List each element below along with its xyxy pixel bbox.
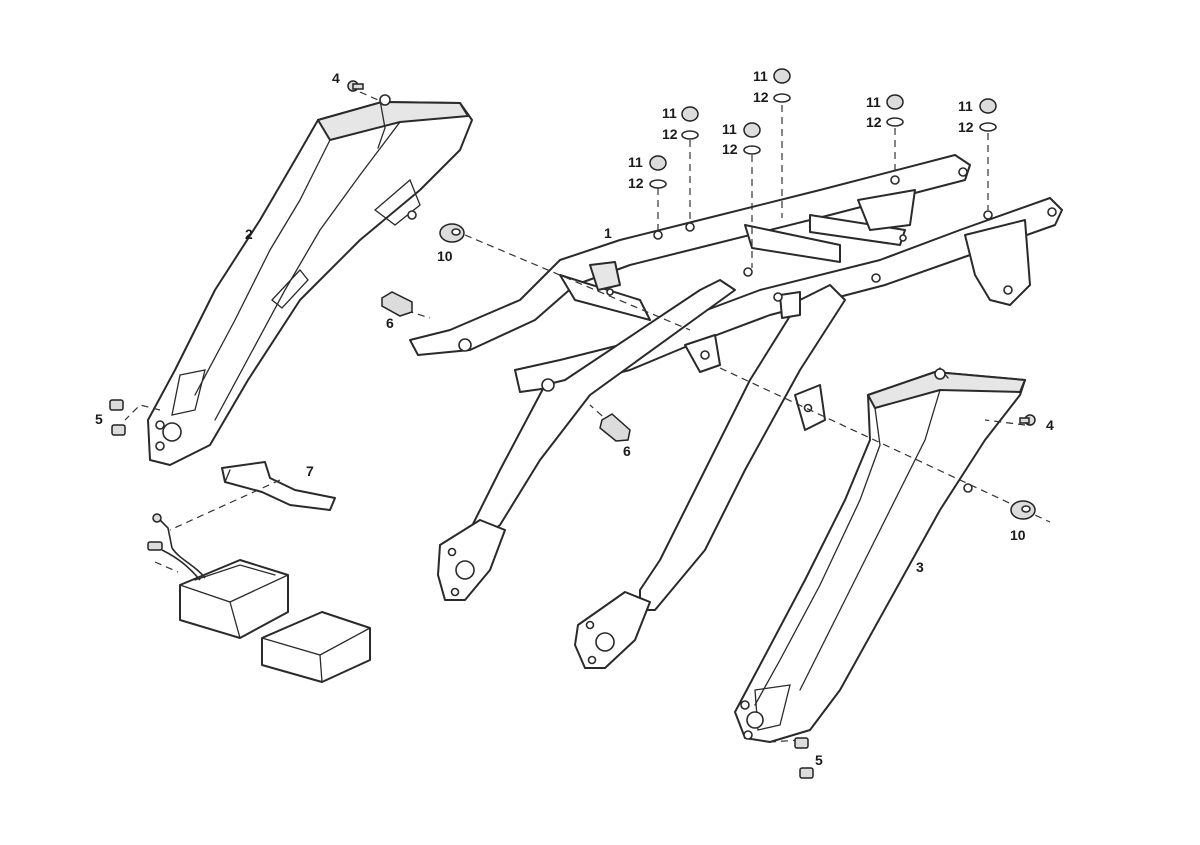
callout-screw-right: 4 bbox=[1046, 417, 1054, 433]
bolt-left-upper[interactable] bbox=[109, 399, 124, 411]
callout-bolt-right: 5 bbox=[815, 752, 823, 768]
callout-nut-1: 11 bbox=[628, 154, 643, 170]
grommet-right[interactable] bbox=[1010, 500, 1036, 520]
callout-bolt-left: 5 bbox=[95, 411, 103, 427]
callout-left-side-cover: 2 bbox=[245, 226, 253, 242]
callout-nut-3: 11 bbox=[722, 121, 737, 137]
cover-pad[interactable] bbox=[261, 611, 371, 683]
callout-nut-2: 11 bbox=[662, 105, 677, 121]
callout-pin-lower: 6 bbox=[623, 443, 631, 459]
nut-washer-stack-3[interactable] bbox=[743, 122, 761, 155]
callout-bracket: 7 bbox=[306, 463, 314, 479]
nut-washer-stack-5[interactable] bbox=[886, 94, 904, 127]
nut-washer-stack-6[interactable] bbox=[979, 98, 997, 132]
bolt-left-lower[interactable] bbox=[111, 424, 126, 436]
callout-frame: 1 bbox=[604, 225, 612, 241]
pin-lower[interactable] bbox=[599, 413, 631, 442]
callout-washer-1: 12 bbox=[628, 175, 644, 191]
control-unit[interactable] bbox=[179, 559, 289, 639]
right-side-cover[interactable] bbox=[734, 367, 1026, 743]
callout-nut-5: 11 bbox=[866, 94, 881, 110]
callout-washer-2: 12 bbox=[662, 126, 678, 142]
left-side-cover[interactable] bbox=[147, 94, 473, 466]
rear-frame[interactable] bbox=[409, 154, 1063, 669]
screw-left[interactable] bbox=[347, 80, 364, 92]
callout-grommet-right: 10 bbox=[1010, 527, 1026, 543]
callout-screw-left: 4 bbox=[332, 70, 340, 86]
callout-right-side-cover: 3 bbox=[916, 559, 924, 575]
callout-washer-3: 12 bbox=[722, 141, 738, 157]
screw-right[interactable] bbox=[1019, 414, 1036, 426]
bolt-right-lower[interactable] bbox=[799, 767, 814, 779]
callout-grommet-left: 10 bbox=[437, 248, 453, 264]
callout-pin-upper: 6 bbox=[386, 315, 394, 331]
callout-nut-6: 11 bbox=[958, 98, 973, 114]
bracket[interactable] bbox=[221, 461, 336, 511]
nut-washer-stack-4[interactable] bbox=[773, 68, 791, 103]
callout-washer-4: 12 bbox=[753, 89, 769, 105]
callouts: 1 2 3 4 4 5 5 6 6 7 10 10 11 12 11 12 11… bbox=[95, 68, 1054, 768]
bolt-right-upper[interactable] bbox=[794, 737, 809, 749]
callout-nut-4: 11 bbox=[753, 68, 768, 84]
callout-washer-5: 12 bbox=[866, 114, 882, 130]
wire-harness bbox=[147, 513, 206, 581]
nut-washer-stack-2[interactable] bbox=[681, 106, 699, 140]
callout-washer-6: 12 bbox=[958, 119, 974, 135]
pin-upper[interactable] bbox=[381, 291, 413, 317]
grommet-left[interactable] bbox=[439, 223, 465, 243]
nut-washer-stack-1[interactable] bbox=[649, 155, 667, 189]
